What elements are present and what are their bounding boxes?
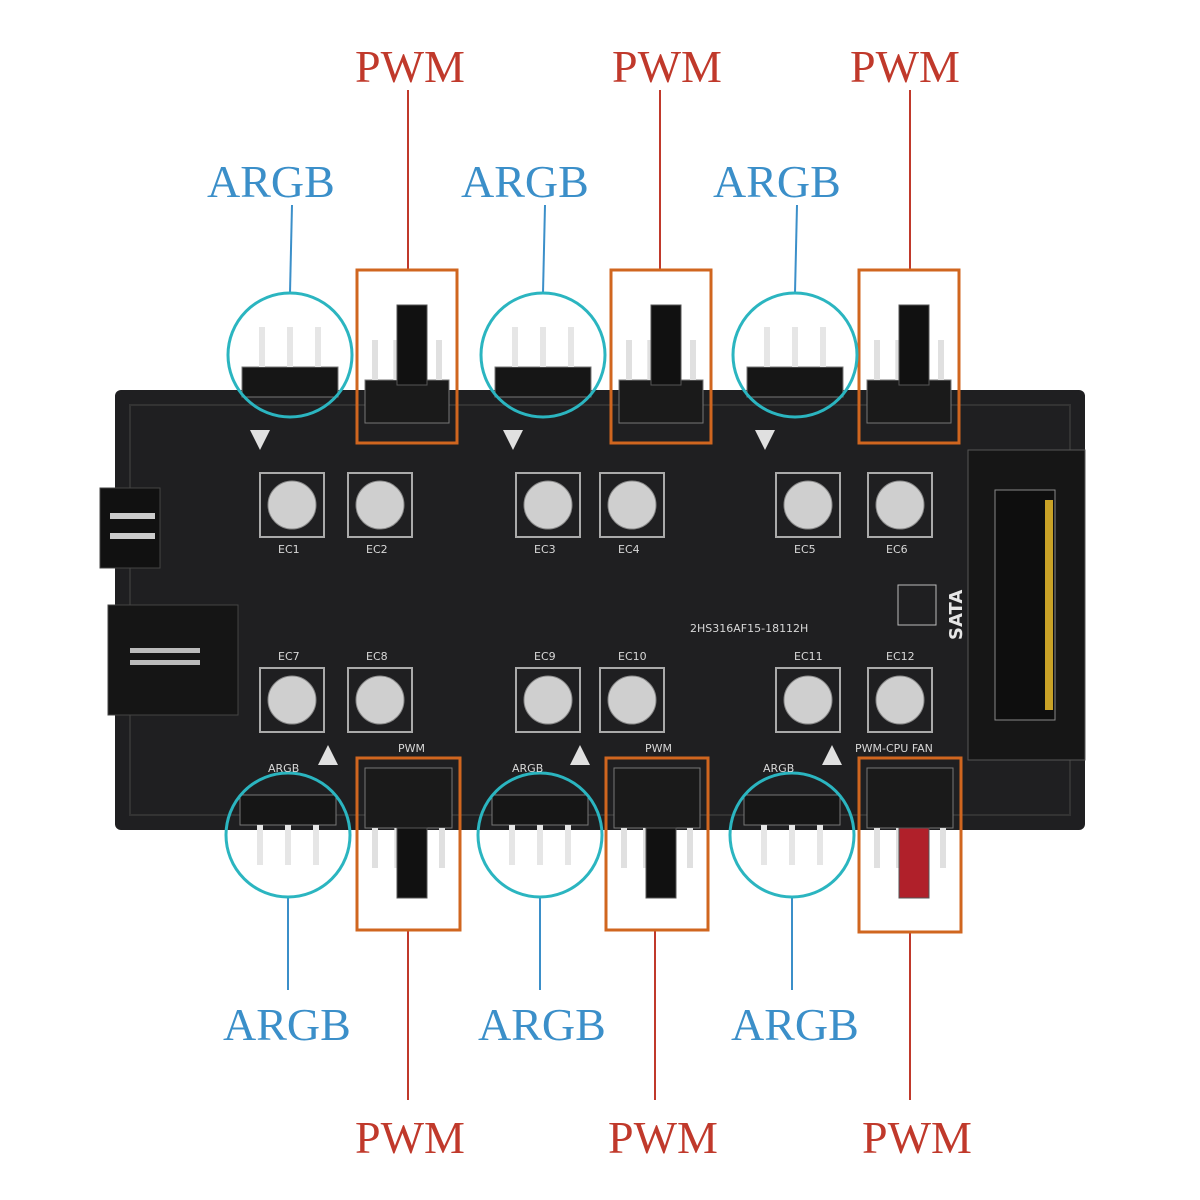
capacitor-ec5: EC5 [775, 472, 841, 556]
argb-highlight-circle [728, 771, 856, 899]
pwm-header-4 [355, 756, 462, 932]
argb-header-2 [479, 291, 607, 450]
capacitor-label: EC2 [366, 543, 388, 556]
argb-header-6 [728, 745, 856, 899]
argb-label-top-2: ARGB [461, 156, 589, 207]
capacitor-ec2: EC2 [347, 472, 413, 556]
argb-highlight-circle [731, 291, 859, 419]
sata-label: SATA [946, 590, 967, 640]
argb-label-top-3: ARGB [713, 156, 841, 207]
capacitor-ec12: EC12 [867, 650, 933, 733]
pcb-board [115, 390, 1085, 830]
capacitor-label: EC9 [534, 650, 556, 663]
capacitor-ec1: EC1 [259, 472, 325, 556]
silk-pwm-cpu-fan: PWM-CPU FAN [855, 742, 933, 755]
pwm-label-top-2: PWM [612, 41, 722, 92]
pwm-highlight-box [604, 756, 710, 932]
capacitor-label: EC7 [278, 650, 300, 663]
capacitor-ec10: EC10 [599, 650, 665, 733]
argb-header-5 [476, 745, 604, 899]
silk-argb-1: ARGB [268, 762, 299, 775]
left-connector-bottom [107, 604, 239, 716]
pwm-highlight-box [857, 756, 963, 934]
argb-highlight-circle [479, 291, 607, 419]
argb-highlight-circle [224, 771, 352, 899]
pwm-label-top-1: PWM [355, 41, 465, 92]
pwm-highlight-box [355, 756, 462, 932]
arrow-marker-icon [755, 430, 775, 450]
capacitor-ec9: EC9 [515, 650, 581, 733]
arrow-marker-icon [318, 745, 338, 765]
capacitor-label: EC5 [794, 543, 816, 556]
argb-header-4 [224, 745, 352, 899]
capacitor-label: EC6 [886, 543, 908, 556]
pwm-header-6 [857, 756, 963, 934]
capacitor-ec8: EC8 [347, 650, 413, 733]
capacitor-ec11: EC11 [775, 650, 841, 733]
argb-label-bottom-2: ARGB [478, 999, 606, 1050]
pwm-label-top-3: PWM [850, 41, 960, 92]
capacitor-ec4: EC4 [599, 472, 665, 556]
pwm-header-3 [857, 268, 961, 445]
argb-label-top-1: ARGB [207, 156, 335, 207]
sata-connector [967, 449, 1086, 761]
pwm-header-5 [604, 756, 710, 932]
arrow-marker-icon [250, 430, 270, 450]
capacitor-label: EC10 [618, 650, 647, 663]
silk-argb-3: ARGB [763, 762, 794, 775]
capacitor-ec6: EC6 [867, 472, 933, 556]
arrow-marker-icon [822, 745, 842, 765]
silk-pwm-1: PWM [398, 742, 425, 755]
capacitor-label: EC3 [534, 543, 556, 556]
pwm-label-bottom-1: PWM [355, 1112, 465, 1163]
silk-pwm-2: PWM [645, 742, 672, 755]
argb-header-3 [731, 291, 859, 450]
capacitor-label: EC11 [794, 650, 823, 663]
pwm-highlight-box [609, 268, 713, 445]
capacitor-label: EC8 [366, 650, 388, 663]
serial-number: 2HS316AF15-18112H [690, 622, 808, 635]
arrow-marker-icon [570, 745, 590, 765]
led-component [897, 584, 937, 626]
capacitor-ec7: EC7 [259, 650, 325, 733]
pwm-header-1 [355, 268, 459, 445]
pwm-highlight-box [857, 268, 961, 445]
pwm-highlight-box [355, 268, 459, 445]
pwm-header-2 [609, 268, 713, 445]
capacitor-label: EC1 [278, 543, 300, 556]
pwm-label-bottom-3: PWM [862, 1112, 972, 1163]
argb-highlight-circle [226, 291, 354, 419]
capacitor-label: EC12 [886, 650, 915, 663]
left-connector-top [99, 487, 161, 569]
argb-header-1 [226, 291, 354, 450]
capacitor-label: EC4 [618, 543, 640, 556]
argb-label-bottom-1: ARGB [223, 999, 351, 1050]
arrow-marker-icon [503, 430, 523, 450]
silk-argb-2: ARGB [512, 762, 543, 775]
capacitor-ec3: EC3 [515, 472, 581, 556]
argb-highlight-circle [476, 771, 604, 899]
argb-label-bottom-3: ARGB [731, 999, 859, 1050]
pwm-label-bottom-2: PWM [608, 1112, 718, 1163]
